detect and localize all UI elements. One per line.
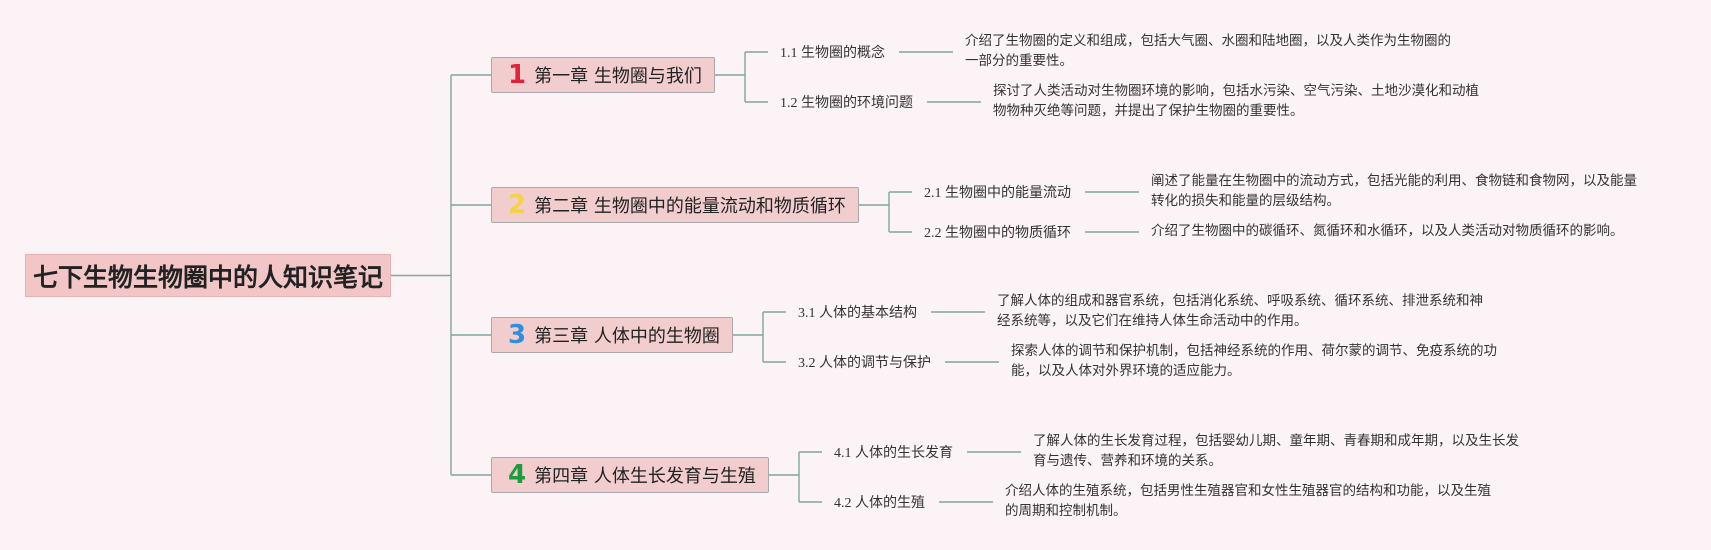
section-2-1[interactable]: 2.1 生物圈中的能量流动	[924, 186, 1071, 201]
section-3-2[interactable]: 3.2 人体的调节与保护	[798, 356, 931, 371]
chapter-number-2: 2	[508, 190, 527, 220]
root-topic[interactable]: 七下生物生物圈中的人知识笔记	[25, 254, 391, 297]
section-2-2-desc: 介绍了生物圈中的碳循环、氮循环和水循环，以及人类活动对物质循环的影响。	[1151, 223, 1624, 239]
chapter-title-2: 第二章 生物圈中的能量流动和物质循环	[534, 196, 846, 217]
section-3-2-desc: 探索人体的调节和保护机制，包括神经系统的作用、荷尔蒙的调节、免疫系统的功能，以及…	[1011, 343, 1497, 379]
section-4-1-desc: 了解人体的生长发育过程，包括婴幼儿期、童年期、青春期和成年期，以及生长发育与遗传…	[1033, 433, 1519, 469]
chapter-number-4: 4	[508, 460, 527, 490]
chapter-1[interactable]: 1 第一章 生物圈与我们	[491, 57, 715, 93]
chapter-3[interactable]: 3 第三章 人体中的生物圈	[491, 317, 733, 353]
section-3-1[interactable]: 3.1 人体的基本结构	[798, 306, 917, 321]
chapter-title-1: 第一章 生物圈与我们	[534, 66, 702, 87]
section-1-2-desc: 探讨了人类活动对生物圈环境的影响，包括水污染、空气污染、土地沙漠化和动植物物种灭…	[993, 83, 1479, 119]
section-1-1-desc: 介绍了生物圈的定义和组成，包括大气圈、水圈和陆地圈，以及人类作为生物圈的一部分的…	[965, 33, 1451, 69]
section-3-1-desc: 了解人体的组成和器官系统，包括消化系统、呼吸系统、循环系统、排泄系统和神经系统等…	[997, 293, 1483, 329]
section-4-2-desc: 介绍人体的生殖系统，包括男性生殖器官和女性生殖器官的结构和功能，以及生殖的周期和…	[1005, 483, 1491, 519]
chapter-number-1: 1	[508, 60, 527, 90]
section-1-2[interactable]: 1.2 生物圈的环境问题	[780, 96, 913, 111]
chapter-title-3: 第三章 人体中的生物圈	[534, 326, 720, 347]
chapter-4[interactable]: 4 第四章 人体生长发育与生殖	[491, 457, 769, 493]
chapter-number-3: 3	[508, 320, 527, 350]
section-2-1-desc: 阐述了能量在生物圈中的流动方式，包括光能的利用、食物链和食物网，以及能量转化的损…	[1151, 173, 1637, 209]
section-4-1[interactable]: 4.1 人体的生长发育	[834, 446, 953, 461]
section-1-1[interactable]: 1.1 生物圈的概念	[780, 46, 885, 61]
section-2-2[interactable]: 2.2 生物圈中的物质循环	[924, 226, 1071, 241]
chapter-title-4: 第四章 人体生长发育与生殖	[534, 466, 756, 487]
section-4-2[interactable]: 4.2 人体的生殖	[834, 496, 925, 511]
chapter-2[interactable]: 2 第二章 生物圈中的能量流动和物质循环	[491, 187, 859, 223]
